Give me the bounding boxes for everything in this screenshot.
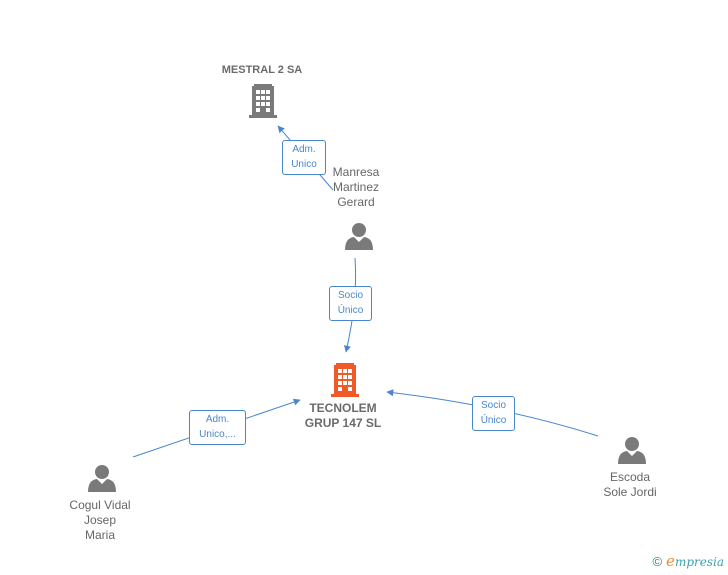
node-label-manresa[interactable]: Manresa Martinez Gerard [332, 165, 380, 209]
edge-label-socio-unico[interactable]: Socio Único [472, 396, 515, 431]
node-label-tecnolem[interactable]: TECNOLEM GRUP 147 SL [304, 401, 382, 430]
person-icon[interactable] [618, 437, 646, 464]
edge-label-socio-unico[interactable]: Socio Único [329, 286, 372, 321]
copyright-brand: © empresia [652, 552, 724, 570]
node-label-mestral[interactable]: MESTRAL 2 SA [221, 64, 303, 76]
copyright-symbol: © [652, 553, 663, 569]
edge-label-adm-unico[interactable]: Adm. Unico [282, 140, 326, 175]
building-icon[interactable] [249, 84, 277, 118]
building-icon[interactable] [331, 363, 359, 397]
node-label-cogul[interactable]: Cogul Vidal Josep Maria [69, 498, 131, 542]
edge-label-adm-unico-etc[interactable]: Adm. Unico,... [189, 410, 246, 445]
person-icon[interactable] [88, 465, 116, 492]
person-icon[interactable] [345, 223, 373, 250]
node-label-escoda[interactable]: Escoda Sole Jordi [603, 470, 657, 499]
brand-logo: empresia [666, 552, 724, 570]
